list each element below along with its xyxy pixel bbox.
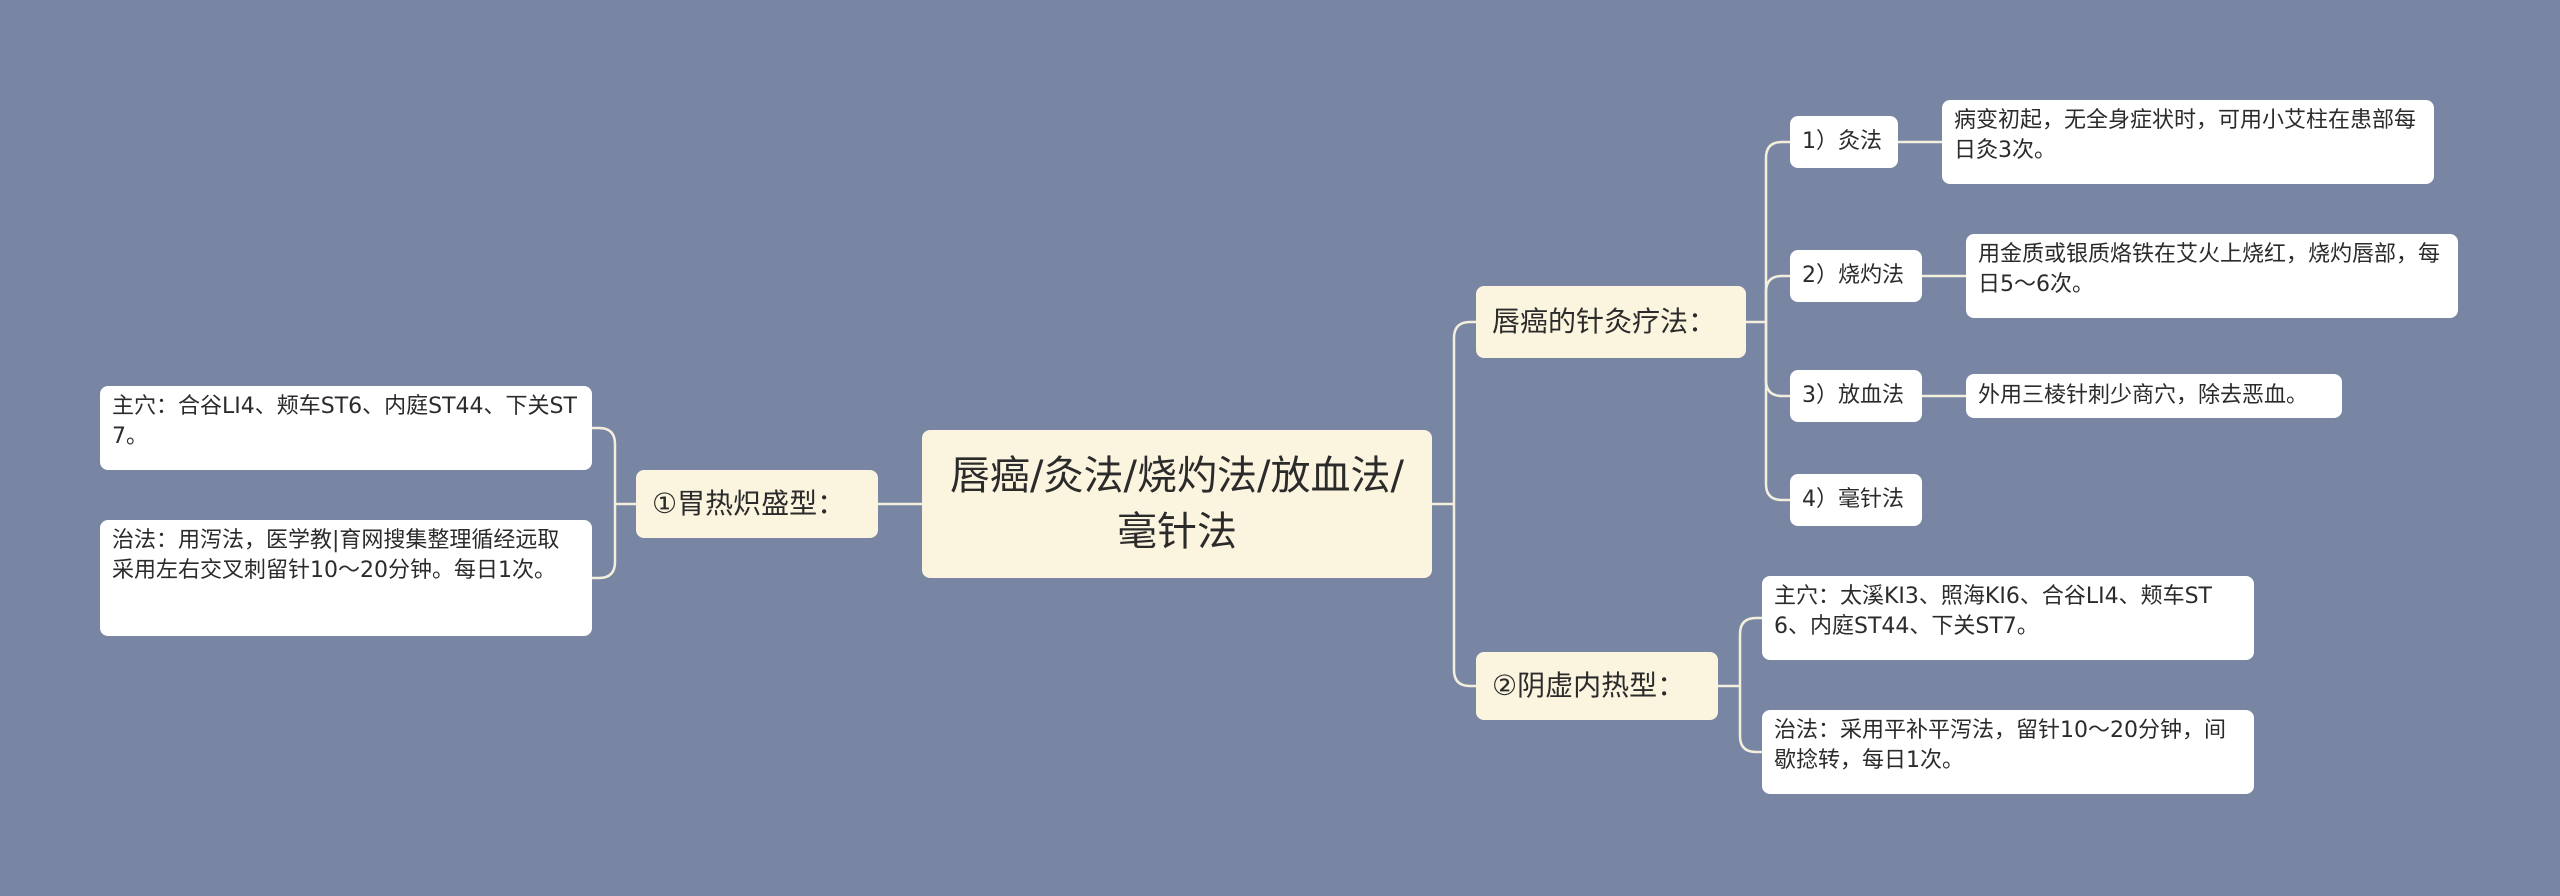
method-filiform-needle-label: 4）毫针法 bbox=[1802, 487, 1904, 512]
branch-acupuncture-methods-label: 唇癌的针灸疗法： bbox=[1492, 305, 1717, 338]
branch-yin-deficiency-label: ②阴虚内热型： bbox=[1492, 669, 1686, 702]
root-node[interactable]: 唇癌/灸法/烧灼法/放血法/毫针法 bbox=[922, 430, 1432, 578]
method-bloodletting[interactable]: 3）放血法 bbox=[1790, 370, 1922, 422]
detail-bloodletting-text: 外用三棱针刺少商穴，除去恶血。 bbox=[1978, 383, 2309, 408]
method-bloodletting-label: 3）放血法 bbox=[1802, 383, 1904, 408]
leaf-stomach-heat-treatment[interactable]: 治法：用泻法，医学教|育网搜集整理循经远取采用左右交叉刺留针10～20分钟。每日… bbox=[100, 520, 592, 636]
leaf-yin-deficiency-treatment[interactable]: 治法：采用平补平泻法，留针10～20分钟，间歇捻转，每日1次。 bbox=[1762, 710, 2254, 794]
branch-yin-deficiency[interactable]: ②阴虚内热型： bbox=[1476, 652, 1718, 720]
leaf-yin-deficiency-treatment-text: 治法：采用平补平泻法，留针10～20分钟，间歇捻转，每日1次。 bbox=[1774, 718, 2226, 773]
branch-stomach-heat-label: ①胃热炽盛型： bbox=[652, 487, 846, 520]
leaf-yin-deficiency-acupoints[interactable]: 主穴：太溪KI3、照海KI6、合谷LI4、颊车ST6、内庭ST44、下关ST7。 bbox=[1762, 576, 2254, 660]
method-cauterization[interactable]: 2）烧灼法 bbox=[1790, 250, 1922, 302]
detail-moxibustion-text: 病变初起，无全身症状时，可用小艾柱在患部每日灸3次。 bbox=[1954, 108, 2417, 163]
detail-bloodletting[interactable]: 外用三棱针刺少商穴，除去恶血。 bbox=[1966, 374, 2342, 418]
method-moxibustion-label: 1）灸法 bbox=[1802, 129, 1882, 154]
branch-acupuncture-methods[interactable]: 唇癌的针灸疗法： bbox=[1476, 286, 1746, 358]
method-moxibustion[interactable]: 1）灸法 bbox=[1790, 116, 1898, 168]
branch-stomach-heat[interactable]: ①胃热炽盛型： bbox=[636, 470, 878, 538]
leaf-stomach-heat-acupoints[interactable]: 主穴：合谷LI4、颊车ST6、内庭ST44、下关ST7。 bbox=[100, 386, 592, 470]
method-cauterization-label: 2）烧灼法 bbox=[1802, 263, 1904, 288]
root-label: 唇癌/灸法/烧灼法/放血法/毫针法 bbox=[950, 453, 1404, 555]
detail-cauterization-text: 用金质或银质烙铁在艾火上烧红，烧灼唇部，每日5～6次。 bbox=[1978, 242, 2441, 297]
leaf-stomach-heat-treatment-text: 治法：用泻法，医学教|育网搜集整理循经远取采用左右交叉刺留针10～20分钟。每日… bbox=[112, 528, 560, 583]
detail-cauterization[interactable]: 用金质或银质烙铁在艾火上烧红，烧灼唇部，每日5～6次。 bbox=[1966, 234, 2458, 318]
leaf-stomach-heat-acupoints-text: 主穴：合谷LI4、颊车ST6、内庭ST44、下关ST7。 bbox=[112, 394, 577, 449]
leaf-yin-deficiency-acupoints-text: 主穴：太溪KI3、照海KI6、合谷LI4、颊车ST6、内庭ST44、下关ST7。 bbox=[1774, 584, 2212, 639]
detail-moxibustion[interactable]: 病变初起，无全身症状时，可用小艾柱在患部每日灸3次。 bbox=[1942, 100, 2434, 184]
method-filiform-needle[interactable]: 4）毫针法 bbox=[1790, 474, 1922, 526]
